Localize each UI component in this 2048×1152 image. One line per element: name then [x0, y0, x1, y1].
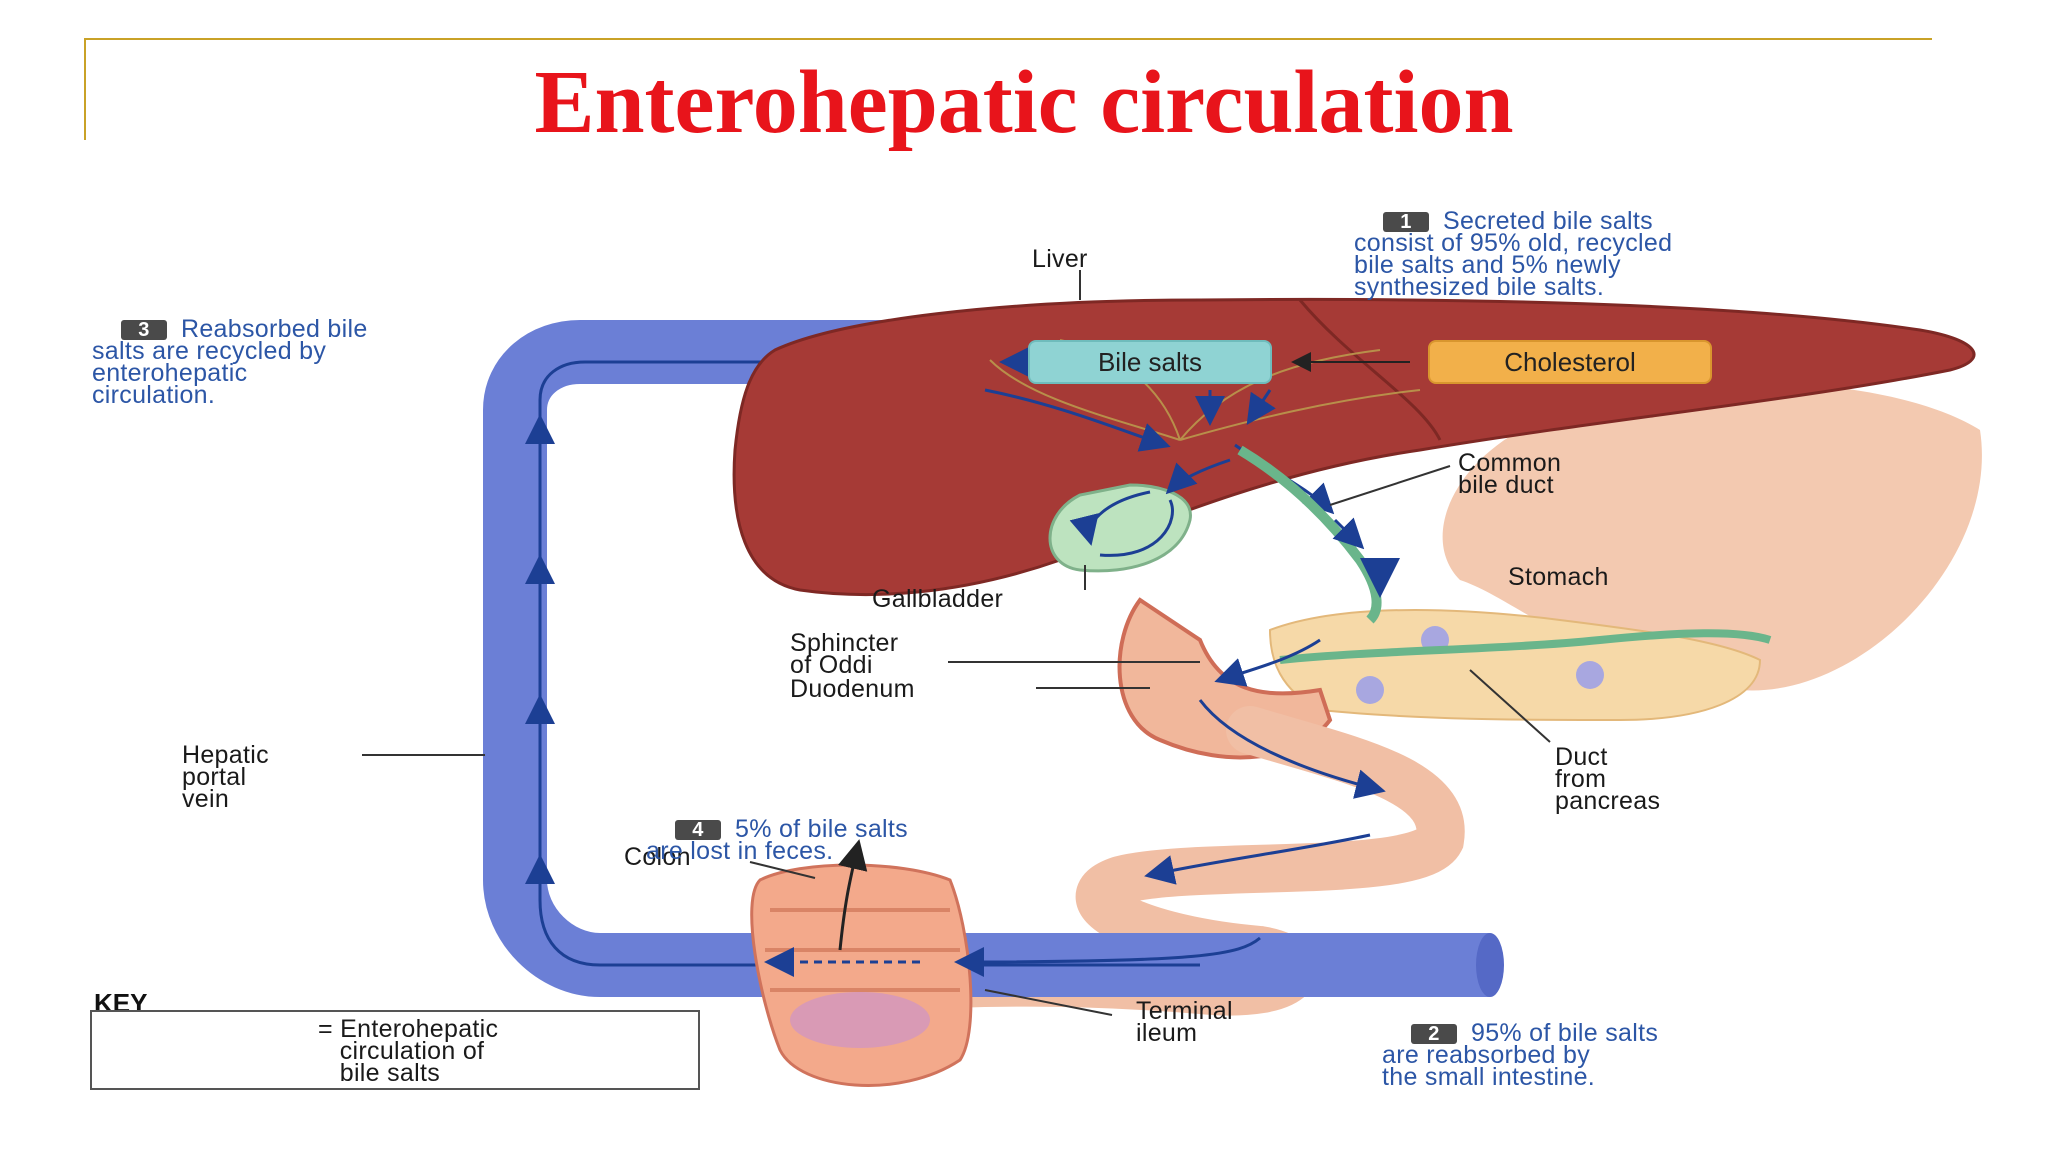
- step-number-badge: 2: [1410, 1024, 1457, 1044]
- stomach-label: Stomach: [1508, 563, 1609, 591]
- frame-left-rule: [84, 38, 86, 140]
- feces-loss-arrow: [838, 839, 868, 951]
- step-number-badge: 4: [674, 820, 721, 840]
- ileum-flow-arrow: [954, 936, 1261, 977]
- bile-flow-arrow: [1246, 389, 1276, 425]
- duct-pancreas-leader: [1469, 669, 1551, 743]
- gallbladder-flow-arrow: [1089, 490, 1174, 555]
- common-bile-duct-label: Common bile duct: [1458, 449, 1562, 499]
- intestine-flow-arrow: [1144, 833, 1371, 885]
- pancreatic-duct: [1279, 629, 1772, 664]
- common-bile-duct: [1237, 445, 1382, 624]
- duct-flow-arrow: [1332, 517, 1365, 550]
- bile-salts-box: Bile salts: [1028, 340, 1272, 384]
- step-1-text: Secreted bile salts consist of 95% old, …: [1354, 207, 1673, 301]
- duct-pancreas-label: Duct from pancreas: [1555, 743, 1661, 815]
- terminal-ileum-leader: [984, 989, 1113, 1016]
- bile-flow-arrow: [1165, 458, 1231, 495]
- step-4-text: 5% of bile salts are lost in feces.: [646, 815, 908, 865]
- liver-label: Liver: [1032, 245, 1088, 273]
- cholesterol-box: Cholesterol: [1428, 340, 1712, 384]
- key-box: [90, 1010, 700, 1090]
- colon-leader: [749, 861, 816, 879]
- common-bile-duct-leader: [1329, 465, 1451, 506]
- colon-label: Colon: [624, 843, 691, 871]
- liver-lobe-line: [1298, 299, 1442, 441]
- step-3-text: Reabsorbed bile salts are recycled by en…: [92, 315, 368, 409]
- duodenum-label: Duodenum: [790, 675, 915, 703]
- step-number-badge: 1: [1382, 212, 1429, 232]
- bile-flow-arrow: [984, 388, 1171, 452]
- colon-shape: [750, 863, 973, 1087]
- pancreas-islet: [1356, 676, 1384, 704]
- sphincter-label: Sphincter of Oddi: [790, 629, 899, 679]
- terminal-ileum-label: Terminal ileum: [1136, 997, 1233, 1047]
- gallbladder-label: Gallbladder: [872, 585, 1004, 613]
- slide-title: Enterohepatic circulation: [534, 53, 1514, 152]
- cecum-opening: [790, 992, 930, 1048]
- step-number-badge: 3: [120, 320, 167, 340]
- stomach-shape: [1442, 382, 1982, 691]
- frame-top-rule: [84, 38, 1932, 40]
- intestine-flow-arrow: [1198, 699, 1386, 799]
- step-2-text: 95% of bile salts are reabsorbed by the …: [1382, 1019, 1659, 1091]
- duodenum-flow-arrow: [1214, 638, 1321, 687]
- colon-haustra: [765, 908, 960, 992]
- vein-circulation-arrow: [538, 347, 1200, 967]
- hepatic-portal-vein-label: Hepatic portal vein: [182, 741, 269, 813]
- key-text: = Enterohepatic circulation of bile salt…: [318, 1015, 499, 1087]
- vein-end: [1476, 933, 1504, 997]
- pancreas-islet: [1576, 661, 1604, 689]
